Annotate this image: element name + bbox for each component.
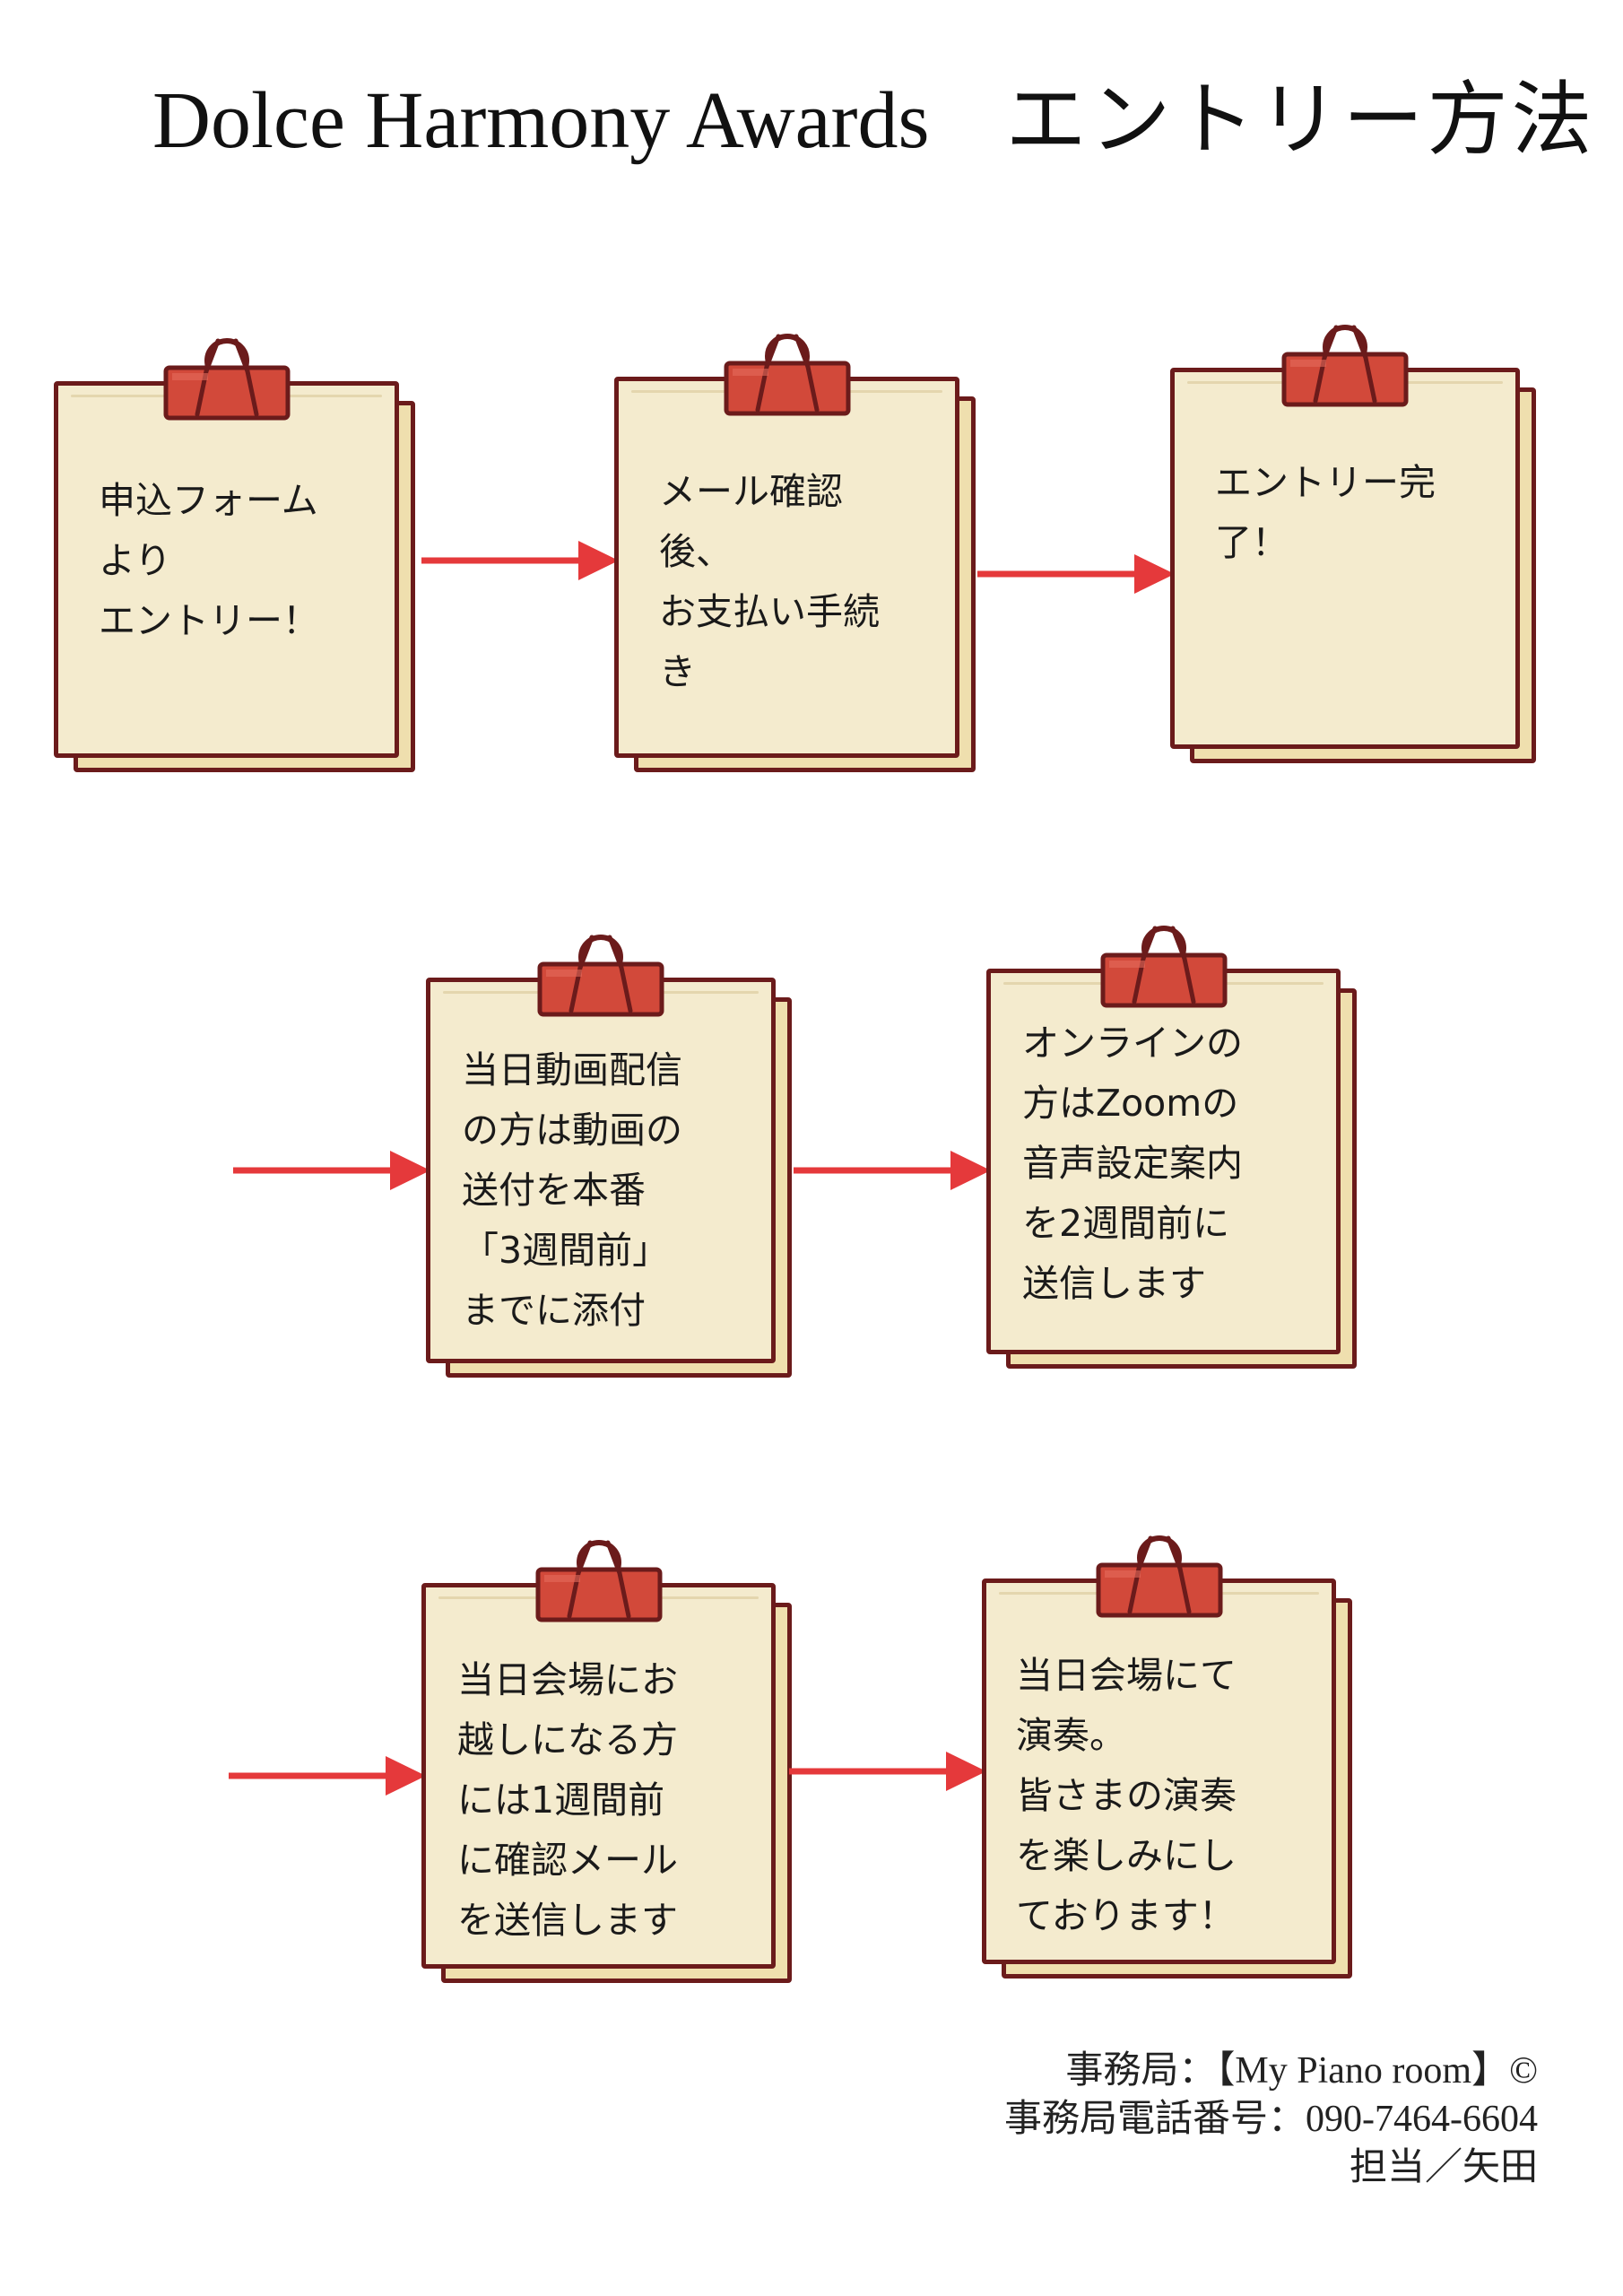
arrow-right-icon [977,547,1175,601]
step-card-5: オンラインの 方はZoomの 音声設定案内 を2週間前に 送信します [986,969,1357,1369]
step-text: エントリー完 了！ [1215,461,1436,564]
binder-clip-icon [1098,919,1229,1009]
arrow-right-icon [229,1749,426,1803]
office-phone: 事務局電話番号：090-7464-6604 [1004,2099,1538,2140]
step-card-4: 当日動画配信 の方は動画の 送付を本番 「3週間前」 までに添付 [426,978,792,1378]
title-en: Dolce Harmony Awards [152,76,930,165]
step-text: 当日動画配信 の方は動画の 送付を本番 「3週間前」 までに添付 [462,1048,682,1332]
office-info: 事務局：【My Piano room】© 事務局電話番号：090-7464-66… [731,2047,1538,2192]
arrow-right-icon [794,1144,991,1197]
office-contact: 担当／矢田 [1349,2147,1538,2188]
title-jp: エントリー方法 [1005,76,1596,165]
arrow-right-icon [789,1744,986,1798]
binder-clip-icon [535,928,666,1018]
step-card-1: 申込フォーム より エントリー！ [54,381,415,772]
step-card-2: メール確認 後、 お支払い手続 き [614,377,976,772]
step-text: 申込フォーム より エントリー！ [99,479,319,642]
step-text: 当日会場にお 越しになる方 には1週間前 に確認メール を送信します [457,1658,678,1942]
binder-clip-icon [1094,1529,1225,1619]
step-card-6: 当日会場にお 越しになる方 には1週間前 に確認メール を送信します [421,1583,792,1983]
step-card-3: エントリー完 了！ [1170,368,1536,763]
step-text: メール確認 後、 お支払い手続 き [659,470,880,693]
binder-clip-icon [534,1534,664,1623]
binder-clip-icon [722,327,853,417]
arrow-right-icon [233,1144,430,1197]
binder-clip-icon [161,332,292,422]
step-text: オンラインの 方はZoomの 音声設定案内 を2週間前に 送信します [1022,1022,1243,1305]
step-text: 当日会場にて 演奏。 皆さまの演奏 を楽しみにし ております！ [1016,1654,1237,1937]
page-title: Dolce Harmony Awards エントリー方法 [152,67,1593,175]
arrow-right-icon [421,534,619,587]
binder-clip-icon [1280,318,1410,408]
office-line: 事務局：【My Piano room】© [1065,2050,1538,2092]
step-card-7: 当日会場にて 演奏。 皆さまの演奏 を楽しみにし ております！ [982,1578,1352,1979]
